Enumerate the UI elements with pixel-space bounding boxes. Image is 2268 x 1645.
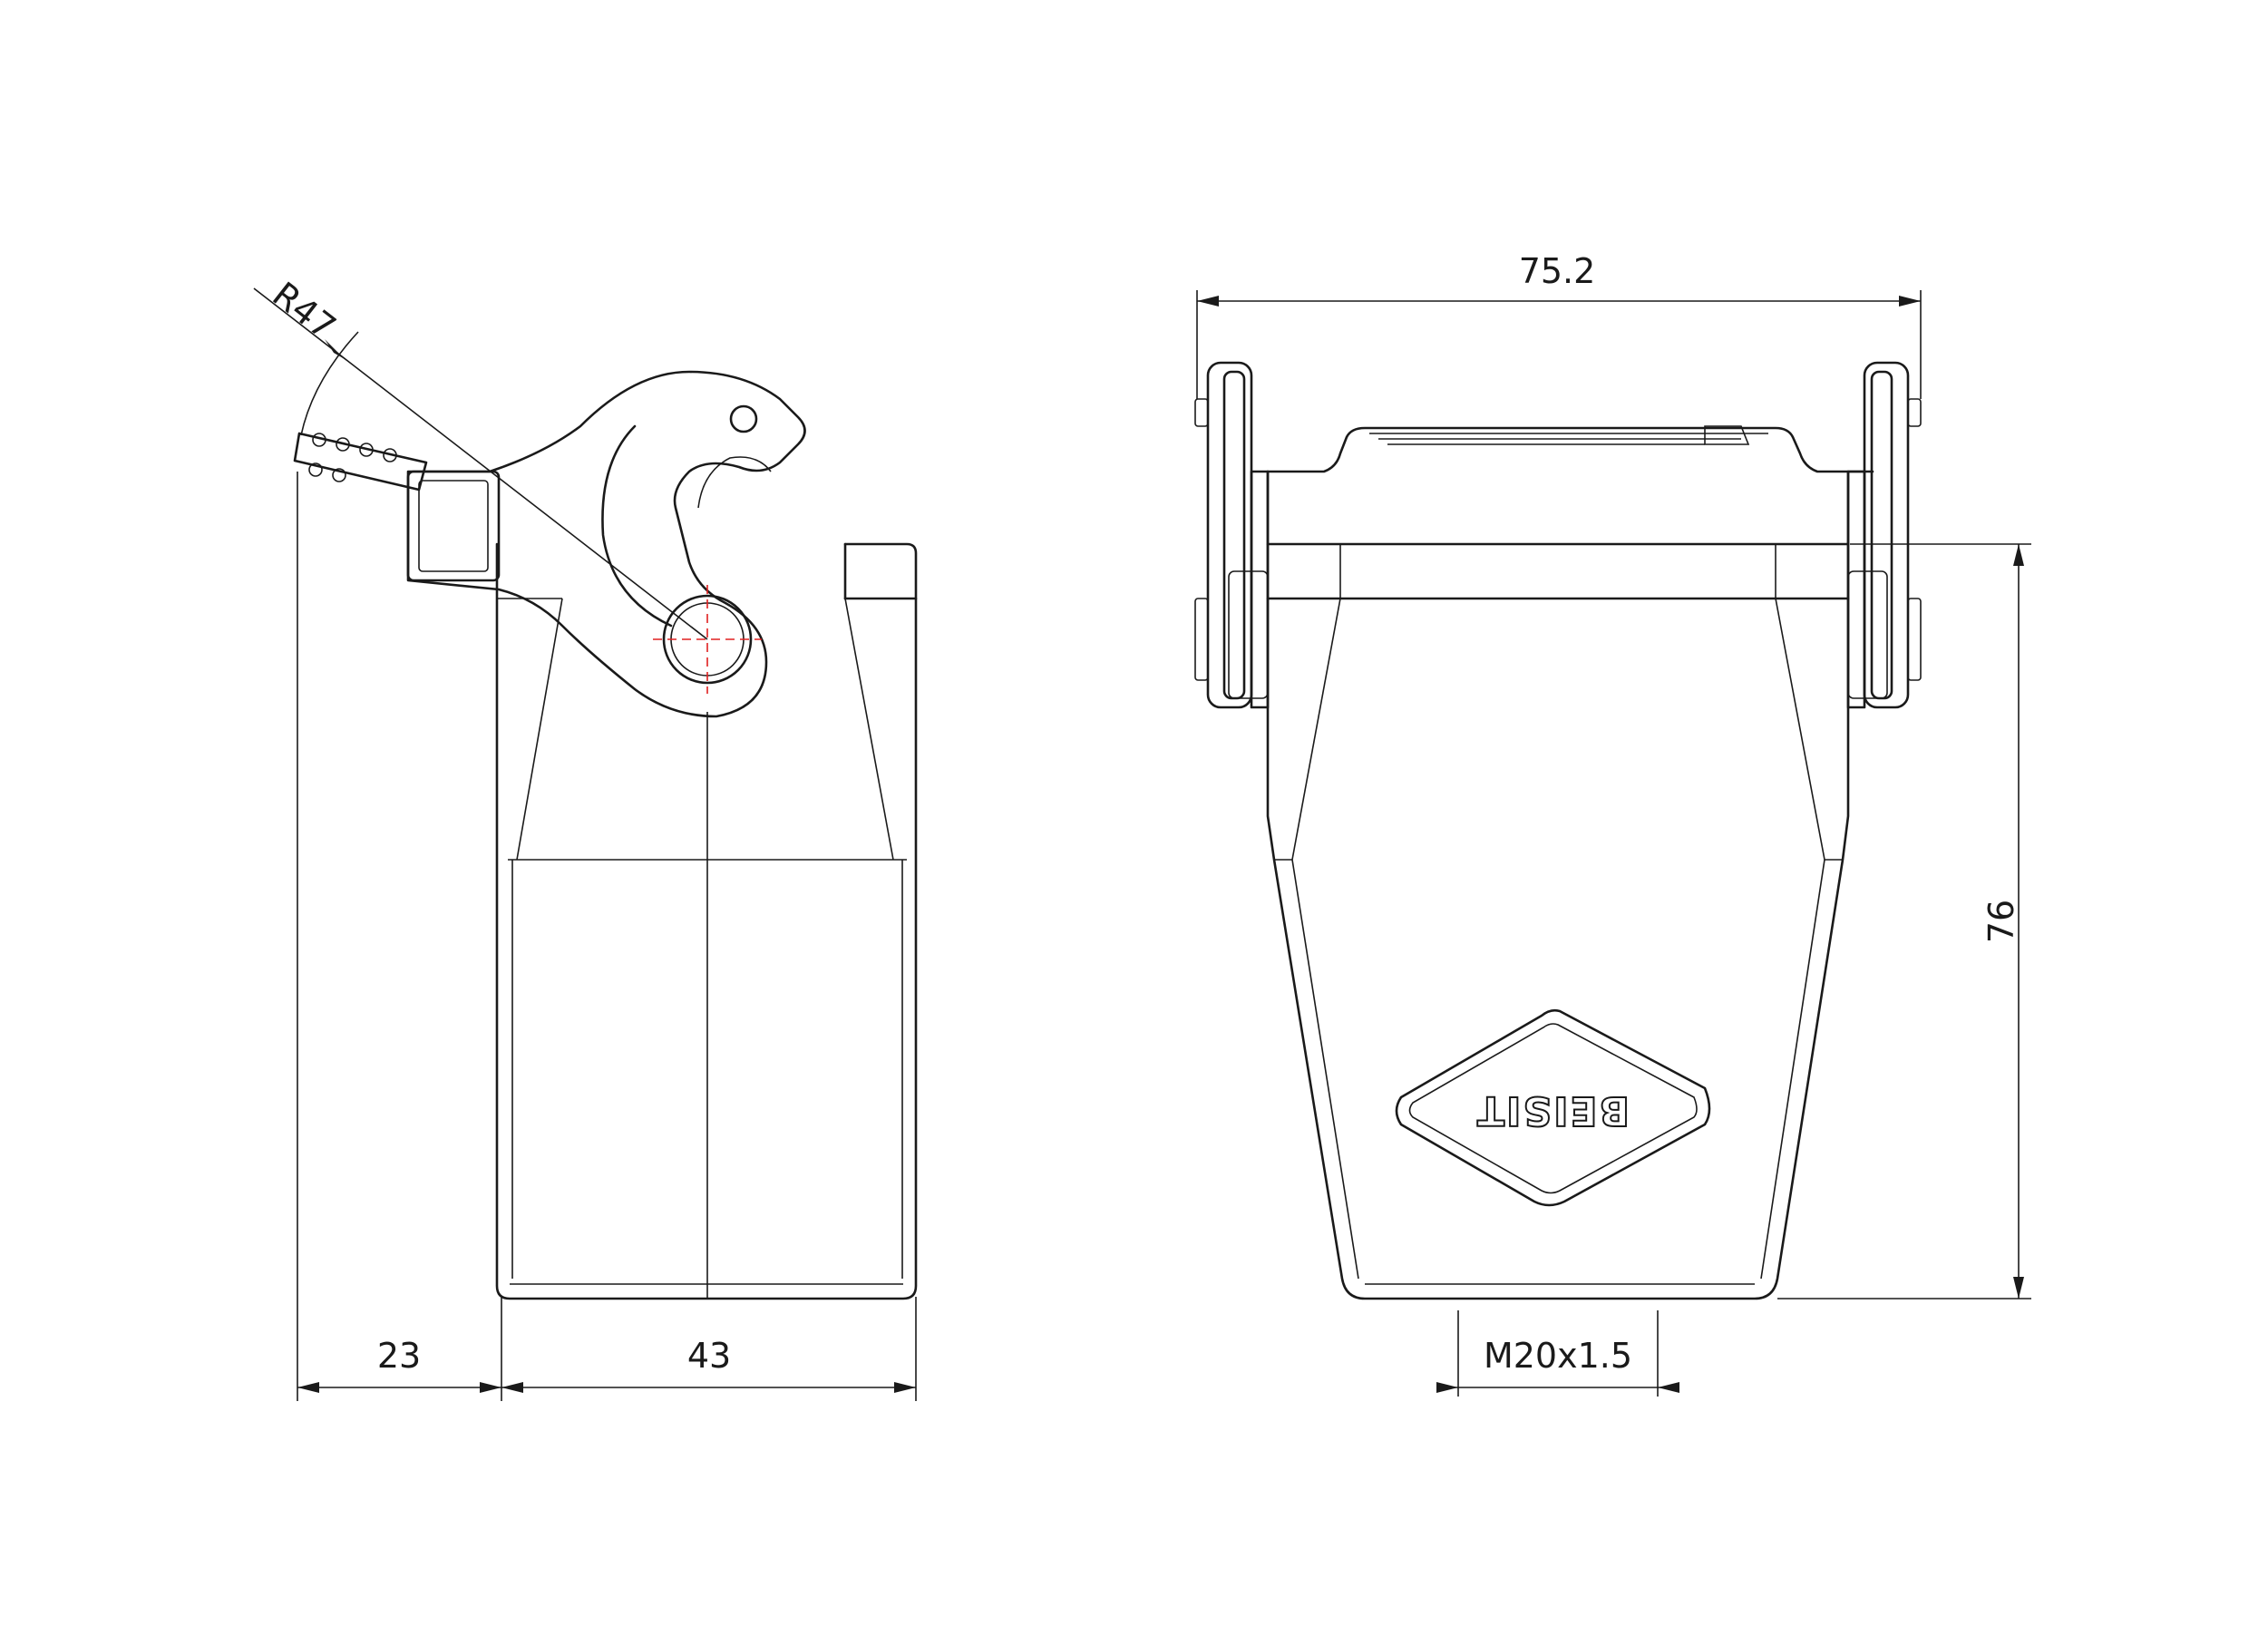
height-dim-text: 76 xyxy=(1981,900,2021,943)
radius-dim-text: R47 xyxy=(265,274,343,347)
left-offset-dim-text: 23 xyxy=(377,1336,421,1376)
front-view: BEISIT 75.2 76 M20x1.5 xyxy=(1194,251,2031,1397)
body-depth-dim-text: 43 xyxy=(687,1336,731,1376)
side-view: R47 23 43 xyxy=(253,274,918,1401)
thread-dim-text: M20x1.5 xyxy=(1484,1336,1632,1376)
overall-width-dim-text: 75.2 xyxy=(1519,251,1596,291)
brand-logo-text: BEISIT xyxy=(1475,1087,1630,1134)
